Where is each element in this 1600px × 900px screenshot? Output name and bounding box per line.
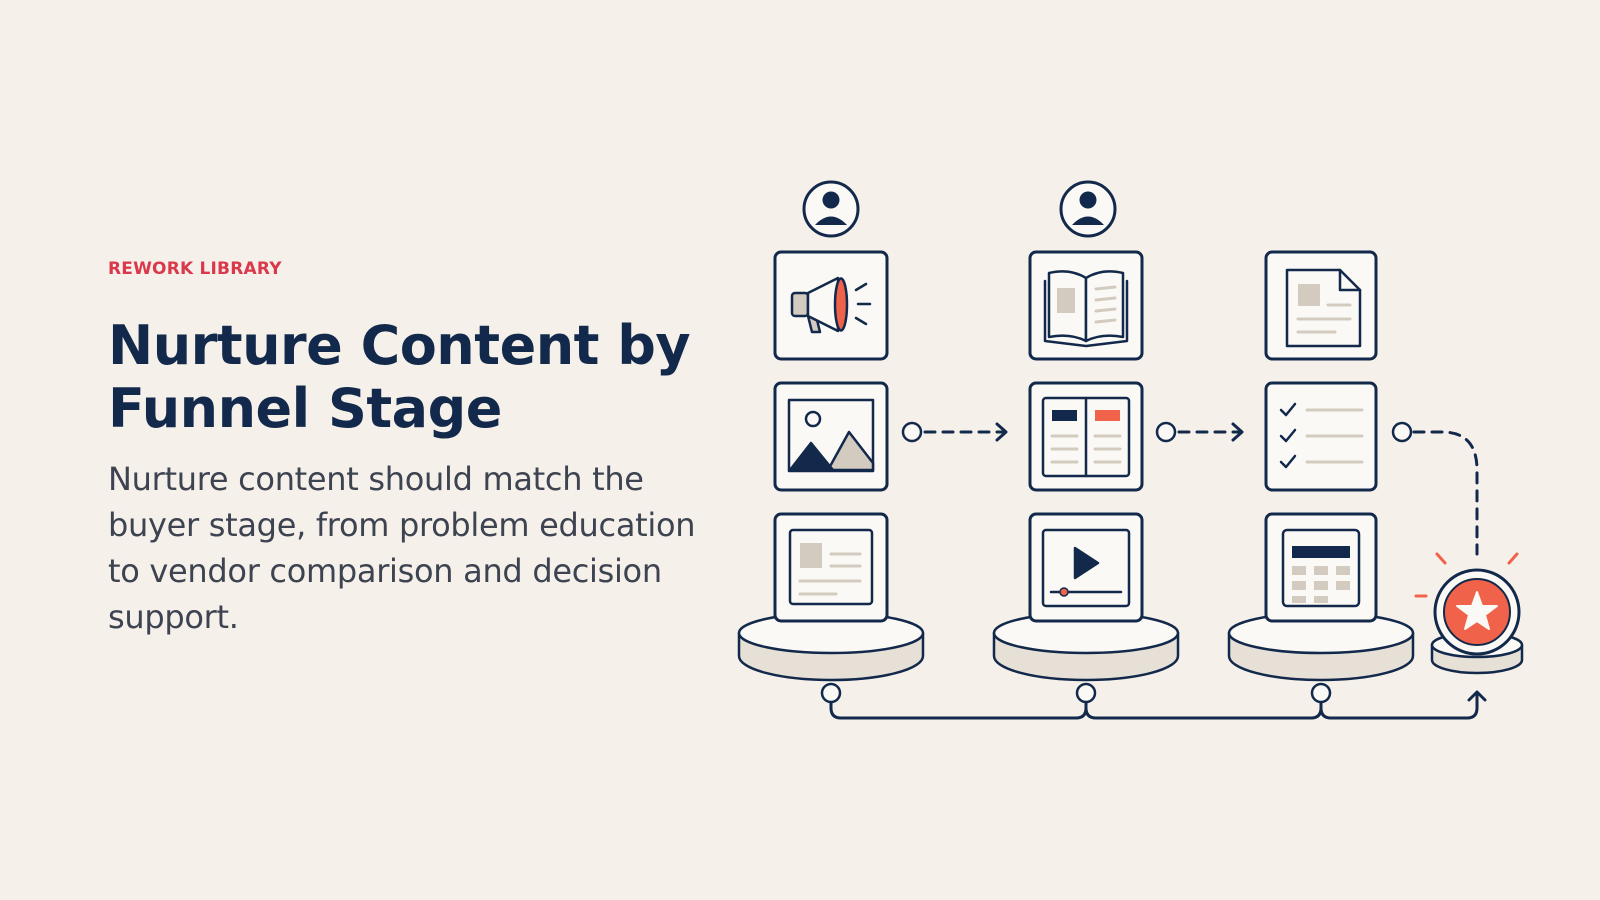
bottom-bus bbox=[820, 682, 1487, 720]
two-column-guide-icon bbox=[1041, 396, 1131, 478]
content-card-video bbox=[1028, 512, 1144, 623]
content-card-open-book bbox=[1028, 250, 1144, 361]
persona-icon bbox=[1059, 180, 1117, 238]
open-book-icon bbox=[1043, 270, 1129, 348]
pedestal bbox=[737, 611, 925, 682]
content-card-checklist bbox=[1264, 381, 1378, 492]
content-card-image bbox=[773, 381, 889, 492]
checklist-icon bbox=[1279, 402, 1364, 469]
image-icon bbox=[787, 398, 875, 473]
eyebrow-label: REWORK LIBRARY bbox=[108, 259, 282, 279]
persona-icon bbox=[802, 180, 860, 238]
document-icon bbox=[1285, 268, 1362, 348]
connector-1-2 bbox=[901, 421, 1008, 443]
content-card-megaphone bbox=[773, 250, 889, 361]
connector-3-outcome bbox=[1391, 421, 1479, 556]
pedestal bbox=[992, 611, 1180, 682]
pedestal bbox=[1227, 611, 1415, 682]
megaphone-icon bbox=[790, 276, 872, 334]
text-block: REWORK LIBRARY Nurture Content by Funnel… bbox=[108, 258, 708, 640]
content-card-document bbox=[1264, 250, 1378, 361]
star-badge-icon bbox=[1456, 591, 1498, 630]
content-card-guide bbox=[1028, 381, 1144, 492]
outcome-badge bbox=[1414, 552, 1521, 656]
calculator-icon bbox=[1281, 528, 1361, 608]
connector-2-3 bbox=[1155, 421, 1244, 443]
article-icon bbox=[788, 528, 874, 606]
page-title: Nurture Content by Funnel Stage bbox=[108, 314, 691, 440]
description: Nurture content should match the buyer s… bbox=[108, 460, 696, 636]
content-card-article bbox=[773, 512, 889, 623]
video-player-icon bbox=[1041, 528, 1131, 608]
content-card-calculator bbox=[1264, 512, 1378, 623]
